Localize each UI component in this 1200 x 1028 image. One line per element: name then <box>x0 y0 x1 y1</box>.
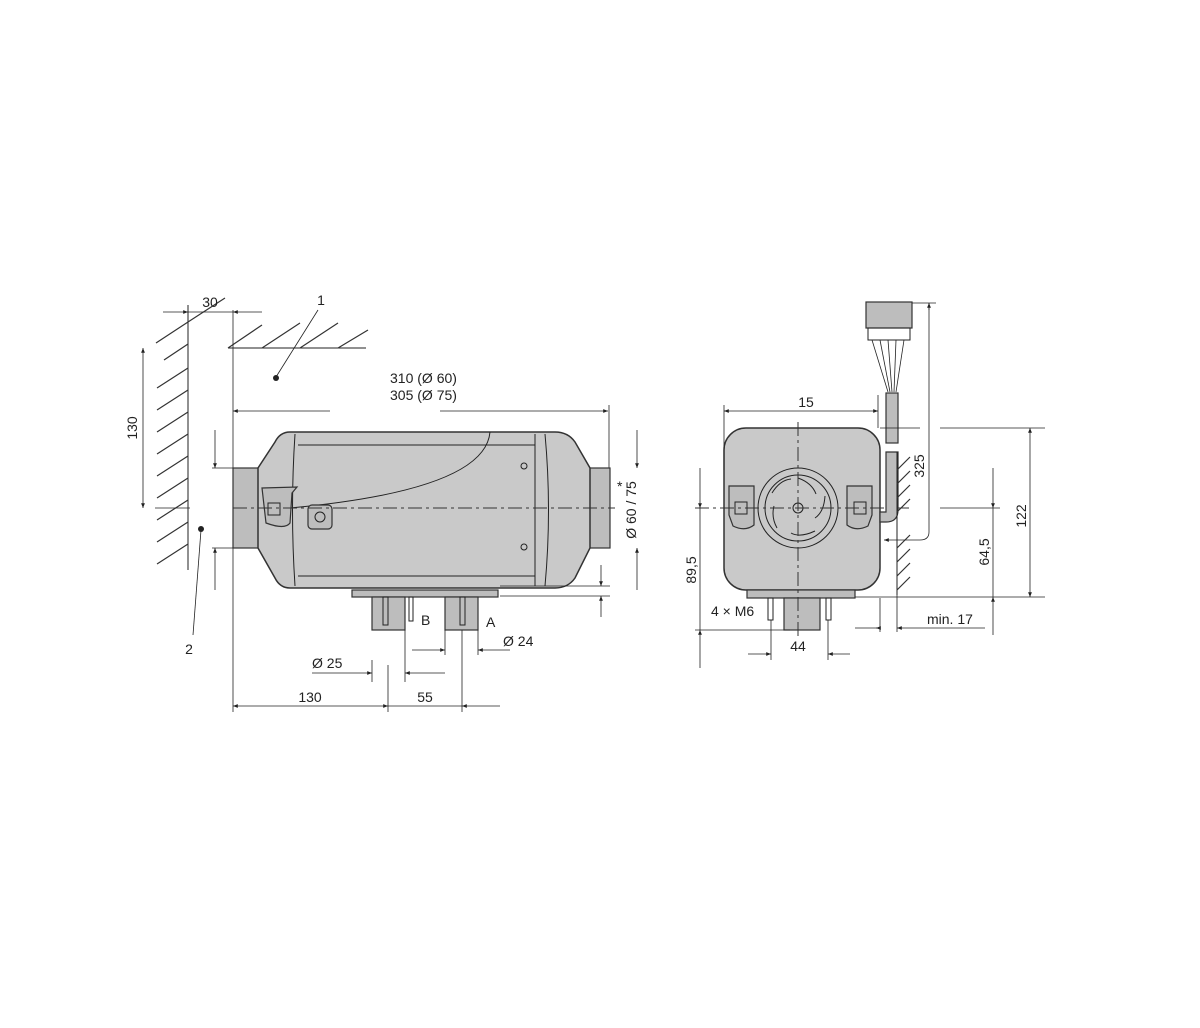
dim-cable: 325 <box>911 454 927 478</box>
heater-end <box>723 427 881 631</box>
dim-stud-spacing: 44 <box>790 638 806 654</box>
asterisk: * <box>617 478 623 494</box>
wall-hatching <box>155 297 369 570</box>
dim-min-clearance: min. 17 <box>927 611 973 627</box>
dim-port-b-diameter: Ø 25 <box>312 655 343 671</box>
end-view: 15 325 122 64,5 89,5 4 × M6 44 min. 17 <box>683 301 1045 668</box>
dim-to-port-b: 130 <box>298 689 322 705</box>
port-a-label: A <box>486 614 496 630</box>
studs-label: 4 × M6 <box>711 603 754 619</box>
dim-stud-depth: 89,5 <box>683 556 699 583</box>
callout-1: 1 <box>317 292 325 308</box>
callout-2-dot <box>198 526 204 532</box>
port-b-label: B <box>421 612 430 628</box>
heater-body <box>232 431 611 631</box>
dim-port-a-diameter: Ø 24 <box>503 633 534 649</box>
dim-duct-diameter: Ø 60 / 75 <box>623 481 639 539</box>
dim-wall-height: 130 <box>124 416 140 440</box>
dim-wall-gap: 30 <box>202 294 218 310</box>
side-view: 30 130 1 2 310 (Ø 60) 305 (Ø 75) <box>124 292 639 712</box>
dim-height: 122 <box>1013 504 1029 528</box>
dim-length-line2: 305 (Ø 75) <box>390 387 457 403</box>
dim-port-spacing: 55 <box>417 689 433 705</box>
dim-length-line1: 310 (Ø 60) <box>390 370 457 386</box>
dim-center-height: 64,5 <box>976 538 992 565</box>
cable-connector <box>865 301 913 523</box>
dim-width: 15 <box>798 394 814 410</box>
callout-2: 2 <box>185 641 193 657</box>
callout-1-dot <box>273 375 279 381</box>
